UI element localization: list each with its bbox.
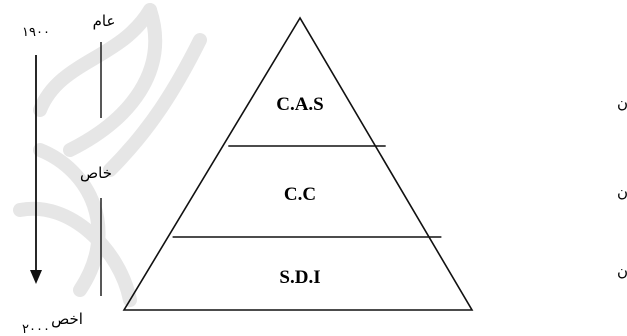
level-code-sdi: S.D.I [279,267,320,288]
label-general: عام [93,12,116,30]
audience-label-cc: علاقه‌مندان و محققان [617,183,627,201]
pyramid [122,16,474,311]
audience-label-cas: علاقه‌مندان [617,94,627,112]
arrow-head-icon [30,270,42,284]
year-start: ۱۹۰۰ [22,25,50,40]
year-end: ۲۰۰۰ [22,322,50,336]
pyramid-outline [122,16,474,311]
level-code-cas: C.A.S [276,94,324,115]
level-code-cc: C.C [284,184,316,205]
label-most-specific: اخص [51,310,83,328]
audience-label-sdi: متخصصان [617,262,627,280]
timeline-arrow [30,55,42,284]
label-specific: خاص [80,164,112,182]
watermark-ornament [13,3,207,307]
